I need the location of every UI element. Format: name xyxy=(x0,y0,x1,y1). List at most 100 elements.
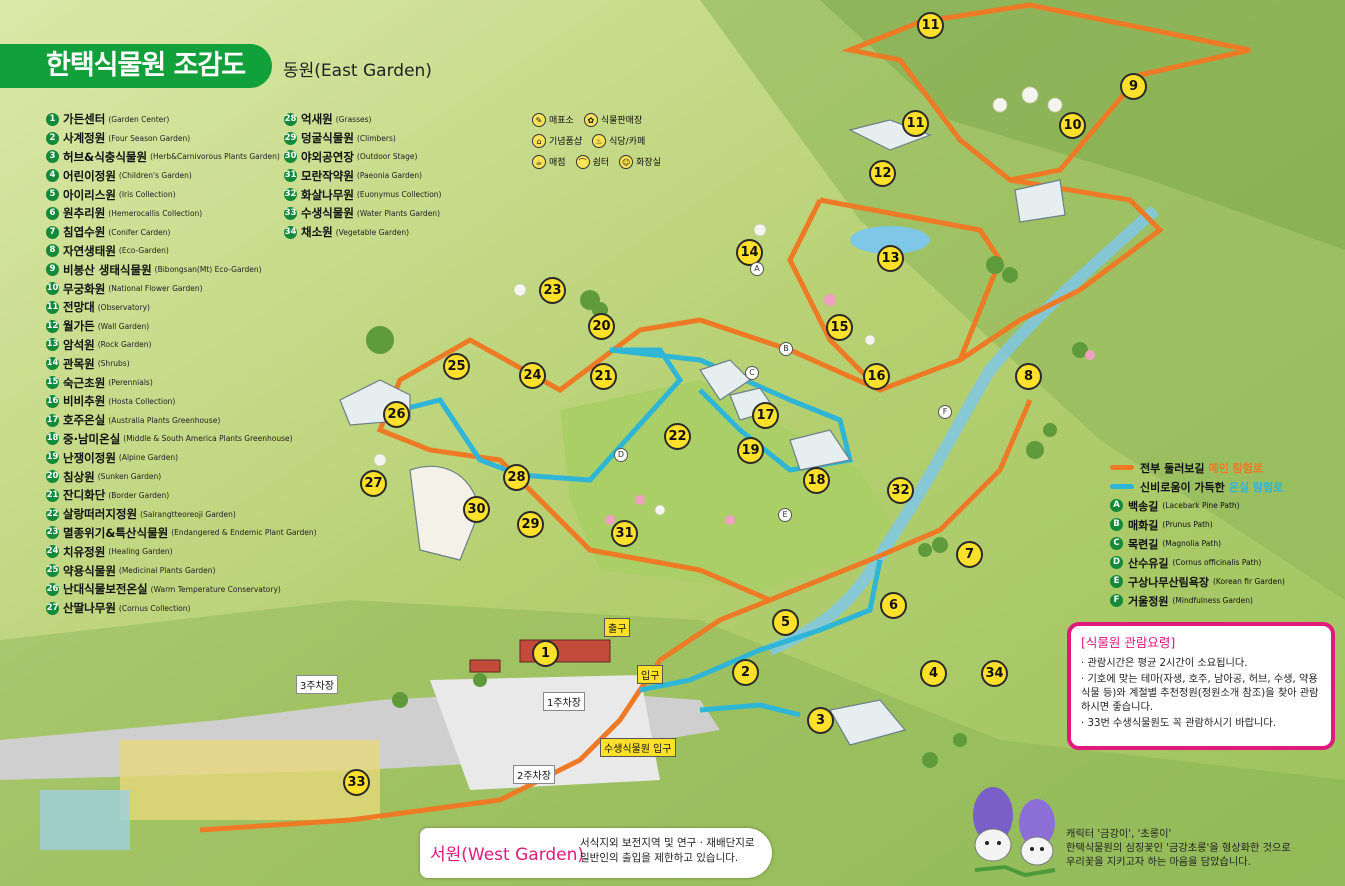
marker-21[interactable]: 21 xyxy=(590,363,617,390)
legend-name-ko: 허브&식충식물원 xyxy=(63,149,148,164)
legend-name-en: (National Flower Garden) xyxy=(108,284,203,294)
legend-name-en: (Endangered & Endemic Plant Garden) xyxy=(171,528,317,538)
legend-name-en: (Salrangtteoreoji Garden) xyxy=(140,509,236,519)
marker-3[interactable]: 3 xyxy=(807,707,834,734)
marker-6[interactable]: 6 xyxy=(880,592,907,619)
marker-27[interactable]: 27 xyxy=(360,470,387,497)
facility-item: ⌒쉼터 xyxy=(575,154,609,169)
marker-4[interactable]: 4 xyxy=(920,660,947,687)
marker-15[interactable]: 15 xyxy=(826,314,853,341)
marker-19[interactable]: 19 xyxy=(737,437,764,464)
marker-12[interactable]: 12 xyxy=(869,160,896,187)
path-marker-c: C xyxy=(745,366,759,380)
marker-10[interactable]: 10 xyxy=(1059,112,1086,139)
legend-name-ko: 월가든 xyxy=(63,319,95,334)
legend-name-en: (Hemerocallis Collection) xyxy=(108,208,203,218)
west-garden-box: 서원(West Garden) 서식지외 보전지역 및 연구 · 재배단지로 일… xyxy=(420,828,772,878)
marker-7[interactable]: 7 xyxy=(956,541,983,568)
route-highlight: 온실 탐험로 xyxy=(1228,480,1284,494)
legend-name-en: (Euonymus Collection) xyxy=(356,190,442,200)
route-color-bar xyxy=(1110,465,1134,470)
legend-number: 25 xyxy=(46,564,59,578)
legend-number: 5 xyxy=(46,188,59,202)
legend-number: 23 xyxy=(46,526,59,540)
legend-item: 24 치유정원(Healing Garden) xyxy=(46,542,317,561)
visitor-guide-box: [식물원 관람요령] · 관람시간은 평균 2시간이 소요됩니다. · 기호에 … xyxy=(1067,622,1335,750)
marker-23[interactable]: 23 xyxy=(539,277,566,304)
legend-number: 18 xyxy=(46,432,59,446)
marker-20[interactable]: 20 xyxy=(588,313,615,340)
guide-line: · 관람시간은 평균 2시간이 소요됩니다. xyxy=(1081,658,1248,669)
legend-name-en: (Warm Temperature Conservatory) xyxy=(150,584,281,594)
marker-14[interactable]: 14 xyxy=(736,239,763,266)
character-line: 캐릭터 '금강이', '초롱이' xyxy=(1066,829,1172,840)
path-name-en: (Prunus Path) xyxy=(1162,520,1213,529)
facility-item: ✎매표소 xyxy=(532,112,574,127)
legend-number: 11 xyxy=(46,300,59,314)
facility-label: 식물판매장 xyxy=(600,116,643,126)
marker-34[interactable]: 34 xyxy=(981,660,1008,687)
legend-number: 3 xyxy=(46,150,59,164)
legend-number: 8 xyxy=(46,244,59,258)
route-highlight: 메인 탐험로 xyxy=(1208,461,1263,475)
legend-name-ko: 약용식물원 xyxy=(63,563,116,578)
facility-item: ✿식물판매장 xyxy=(583,112,643,127)
marker-24[interactable]: 24 xyxy=(519,362,546,389)
marker-28[interactable]: 28 xyxy=(503,464,530,491)
parking-2-label: 2주차장 xyxy=(513,765,555,784)
marker-11b[interactable]: 11 xyxy=(902,110,929,137)
legend-number: 14 xyxy=(46,357,59,371)
legend-number: 22 xyxy=(46,507,59,521)
legend-number: 1 xyxy=(46,112,59,126)
legend-number: 12 xyxy=(46,319,59,333)
marker-11[interactable]: 11 xyxy=(917,12,944,39)
marker-25[interactable]: 25 xyxy=(443,353,470,380)
legend-number: 17 xyxy=(46,413,59,427)
legend-name-ko: 덩굴식물원 xyxy=(301,131,354,146)
legend-name-ko: 채소원 xyxy=(301,225,333,240)
marker-30[interactable]: 30 xyxy=(463,496,490,523)
marker-13[interactable]: 13 xyxy=(877,245,904,272)
legend-name-ko: 관목원 xyxy=(63,356,95,371)
marker-18[interactable]: 18 xyxy=(803,467,830,494)
legend-name-en: (Middle & South America Plants Greenhous… xyxy=(123,434,293,444)
marker-2[interactable]: 2 xyxy=(732,659,759,686)
marker-5[interactable]: 5 xyxy=(772,609,799,636)
entrance-label: 입구 xyxy=(637,665,664,684)
legend-name-en: (Outdoor Stage) xyxy=(356,152,418,162)
marker-1[interactable]: 1 xyxy=(532,640,559,667)
marker-16[interactable]: 16 xyxy=(863,363,890,390)
marker-31[interactable]: 31 xyxy=(611,520,638,547)
legend-name-en: (Perennials) xyxy=(108,378,153,388)
legend-number: 24 xyxy=(46,545,59,559)
marker-17[interactable]: 17 xyxy=(752,402,779,429)
facility-row: ☕매점⌒쉼터☺화장실 xyxy=(532,151,671,172)
marker-26[interactable]: 26 xyxy=(383,401,410,428)
path-letter: A xyxy=(1110,499,1123,512)
map-title: 한택식물원 조감도 xyxy=(0,44,272,88)
legend-name-ko: 중·남미온실 xyxy=(63,431,121,446)
plant-shop-icon: ✿ xyxy=(583,112,598,127)
legend-name-en: (Healing Garden) xyxy=(108,547,173,557)
marker-29[interactable]: 29 xyxy=(517,511,544,538)
marker-32[interactable]: 32 xyxy=(887,477,914,504)
marker-9[interactable]: 9 xyxy=(1120,73,1147,100)
marker-8[interactable]: 8 xyxy=(1015,363,1042,390)
marker-33[interactable]: 33 xyxy=(343,769,370,796)
legend-name-ko: 치유정원 xyxy=(63,544,106,559)
marker-22[interactable]: 22 xyxy=(664,423,691,450)
legend-name-en: (Conifer Carden) xyxy=(108,227,171,237)
